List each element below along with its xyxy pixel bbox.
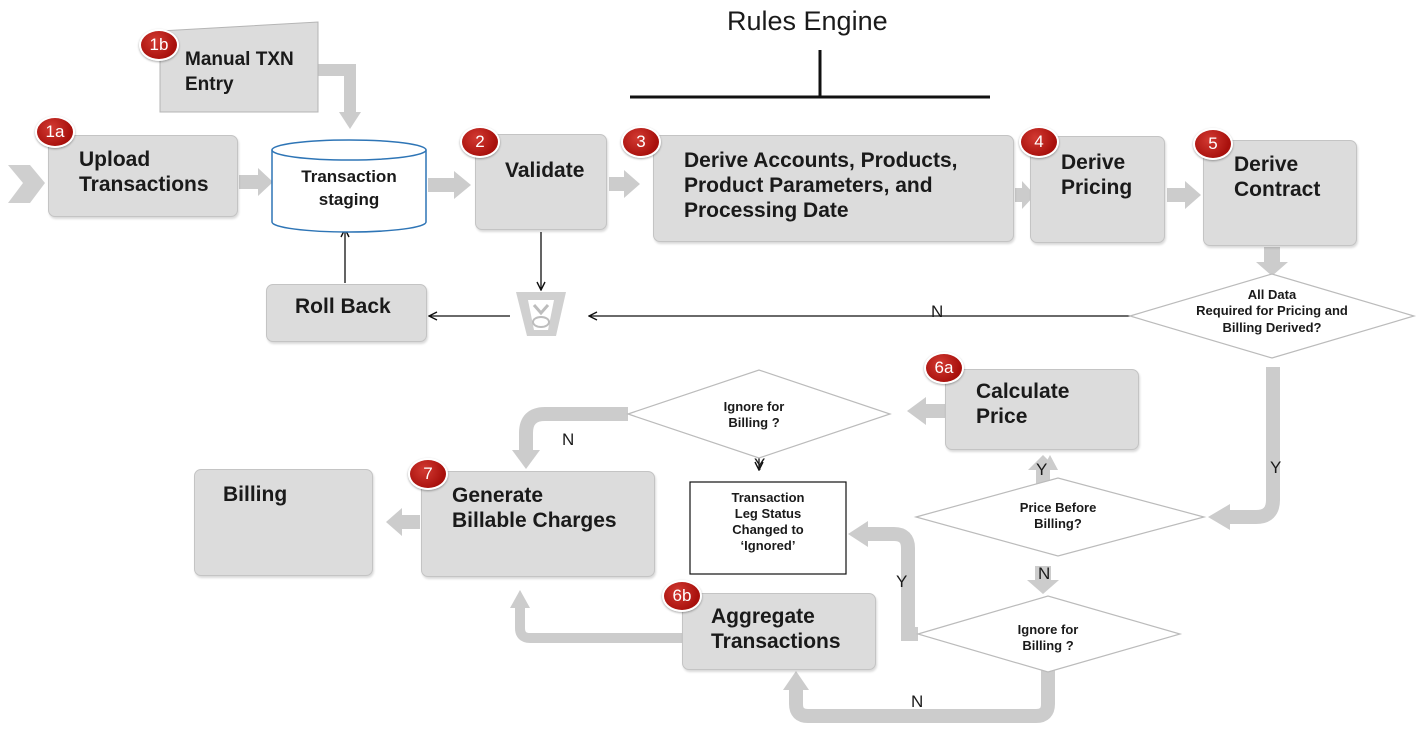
price-before-yes-label: Y: [1036, 460, 1048, 479]
ignore-lower-no-label: N: [911, 692, 924, 711]
price-before-decision-text: Price Before Billing?: [1019, 500, 1097, 532]
upload-transactions-box: Upload Transactions: [48, 135, 238, 217]
step-badge-1b: 1b: [139, 29, 179, 61]
step-badge-4: 4: [1019, 126, 1059, 158]
rules-engine-title: Rules Engine: [727, 6, 888, 36]
all-data-no-label: N: [931, 302, 944, 321]
calculate-price-box: Calculate Price: [945, 369, 1139, 450]
derive-accounts-box: Derive Accounts, Products, Product Param…: [653, 135, 1014, 242]
step-badge-6a: 6a: [924, 352, 964, 384]
derive-contract-box: Derive Contract: [1203, 140, 1357, 246]
price-before-decision: [913, 477, 1207, 557]
block-arrows-top: [239, 168, 1288, 594]
step-badge-5: 5: [1193, 128, 1233, 160]
derive-pricing-box: Derive Pricing: [1030, 136, 1165, 243]
billing-box: Billing: [194, 469, 373, 576]
status-box-text: Transaction Leg Status Changed to ‘Ignor…: [731, 490, 805, 553]
manual-entry-label: Manual TXN Entry: [185, 49, 294, 95]
step-badge-7: 7: [408, 458, 448, 490]
ignore-lower-decision-text: Ignore for Billing ?: [1017, 622, 1079, 654]
ignore-upper-yes-label: Y: [754, 455, 766, 474]
ignore-upper-no-label: N: [562, 430, 575, 449]
entry-arrow: [8, 165, 45, 203]
generate-charges-box: Generate Billable Charges: [421, 471, 655, 577]
step-badge-2: 2: [460, 126, 500, 158]
ignore-upper-decision: [626, 369, 892, 459]
aggregate-transactions-box: Aggregate Transactions: [682, 593, 876, 670]
all-data-yes-label: Y: [1270, 458, 1282, 477]
staging-cylinder: [271, 139, 427, 233]
manual-entry-shape: [159, 21, 319, 113]
trash-bin-icon: [516, 292, 566, 336]
step-badge-1a: 1a: [35, 116, 75, 148]
all-data-decision: [1127, 273, 1417, 359]
ignore-lower-yes-label: Y: [896, 572, 908, 591]
ignore-lower-decision: [915, 595, 1183, 673]
step-badge-6b: 6b: [662, 580, 702, 612]
ignore-upper-decision-text: Ignore for Billing ?: [723, 399, 785, 431]
rules-engine-bracket: [630, 50, 990, 99]
all-data-decision-text: All Data Required for Pricing and Billin…: [1196, 287, 1348, 335]
step-badge-3: 3: [621, 126, 661, 158]
status-box-frame: [689, 481, 847, 575]
roll-back-box: Roll Back: [266, 284, 427, 342]
price-before-no-label: N: [1038, 564, 1051, 583]
staging-label: Transaction staging: [301, 167, 397, 209]
